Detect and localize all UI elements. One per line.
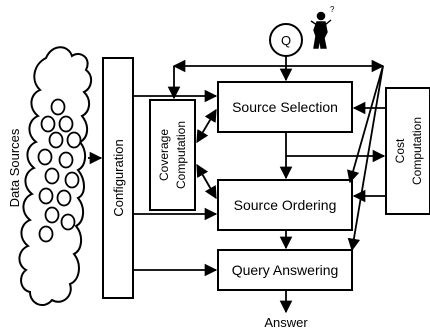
cost-line1: Cost — [393, 138, 407, 163]
cost-line2: Computation — [410, 117, 424, 185]
svg-text:?: ? — [330, 5, 335, 14]
configuration-label: Configuration — [111, 139, 126, 216]
source-ordering-box — [217, 179, 353, 231]
coverage-computation-box — [149, 99, 196, 211]
configuration-box — [102, 57, 134, 299]
query-label: Q — [281, 33, 291, 48]
data-sources-label: Data Sources — [7, 128, 22, 207]
answer-label: Answer — [264, 315, 308, 330]
query-answering-box — [217, 249, 353, 291]
user-icon: ? — [310, 5, 335, 49]
query-answering-label: Query Answering — [232, 262, 339, 278]
coverage-line1: Coverage — [157, 129, 171, 181]
source-selection-box — [217, 81, 353, 133]
connectors — [133, 56, 386, 314]
data-source-circles — [37, 98, 82, 243]
source-selection-label: Source Selection — [232, 99, 338, 115]
source-ordering-label: Source Ordering — [234, 197, 337, 213]
cost-computation-box — [385, 87, 430, 215]
coverage-line2: Computation — [174, 121, 188, 189]
